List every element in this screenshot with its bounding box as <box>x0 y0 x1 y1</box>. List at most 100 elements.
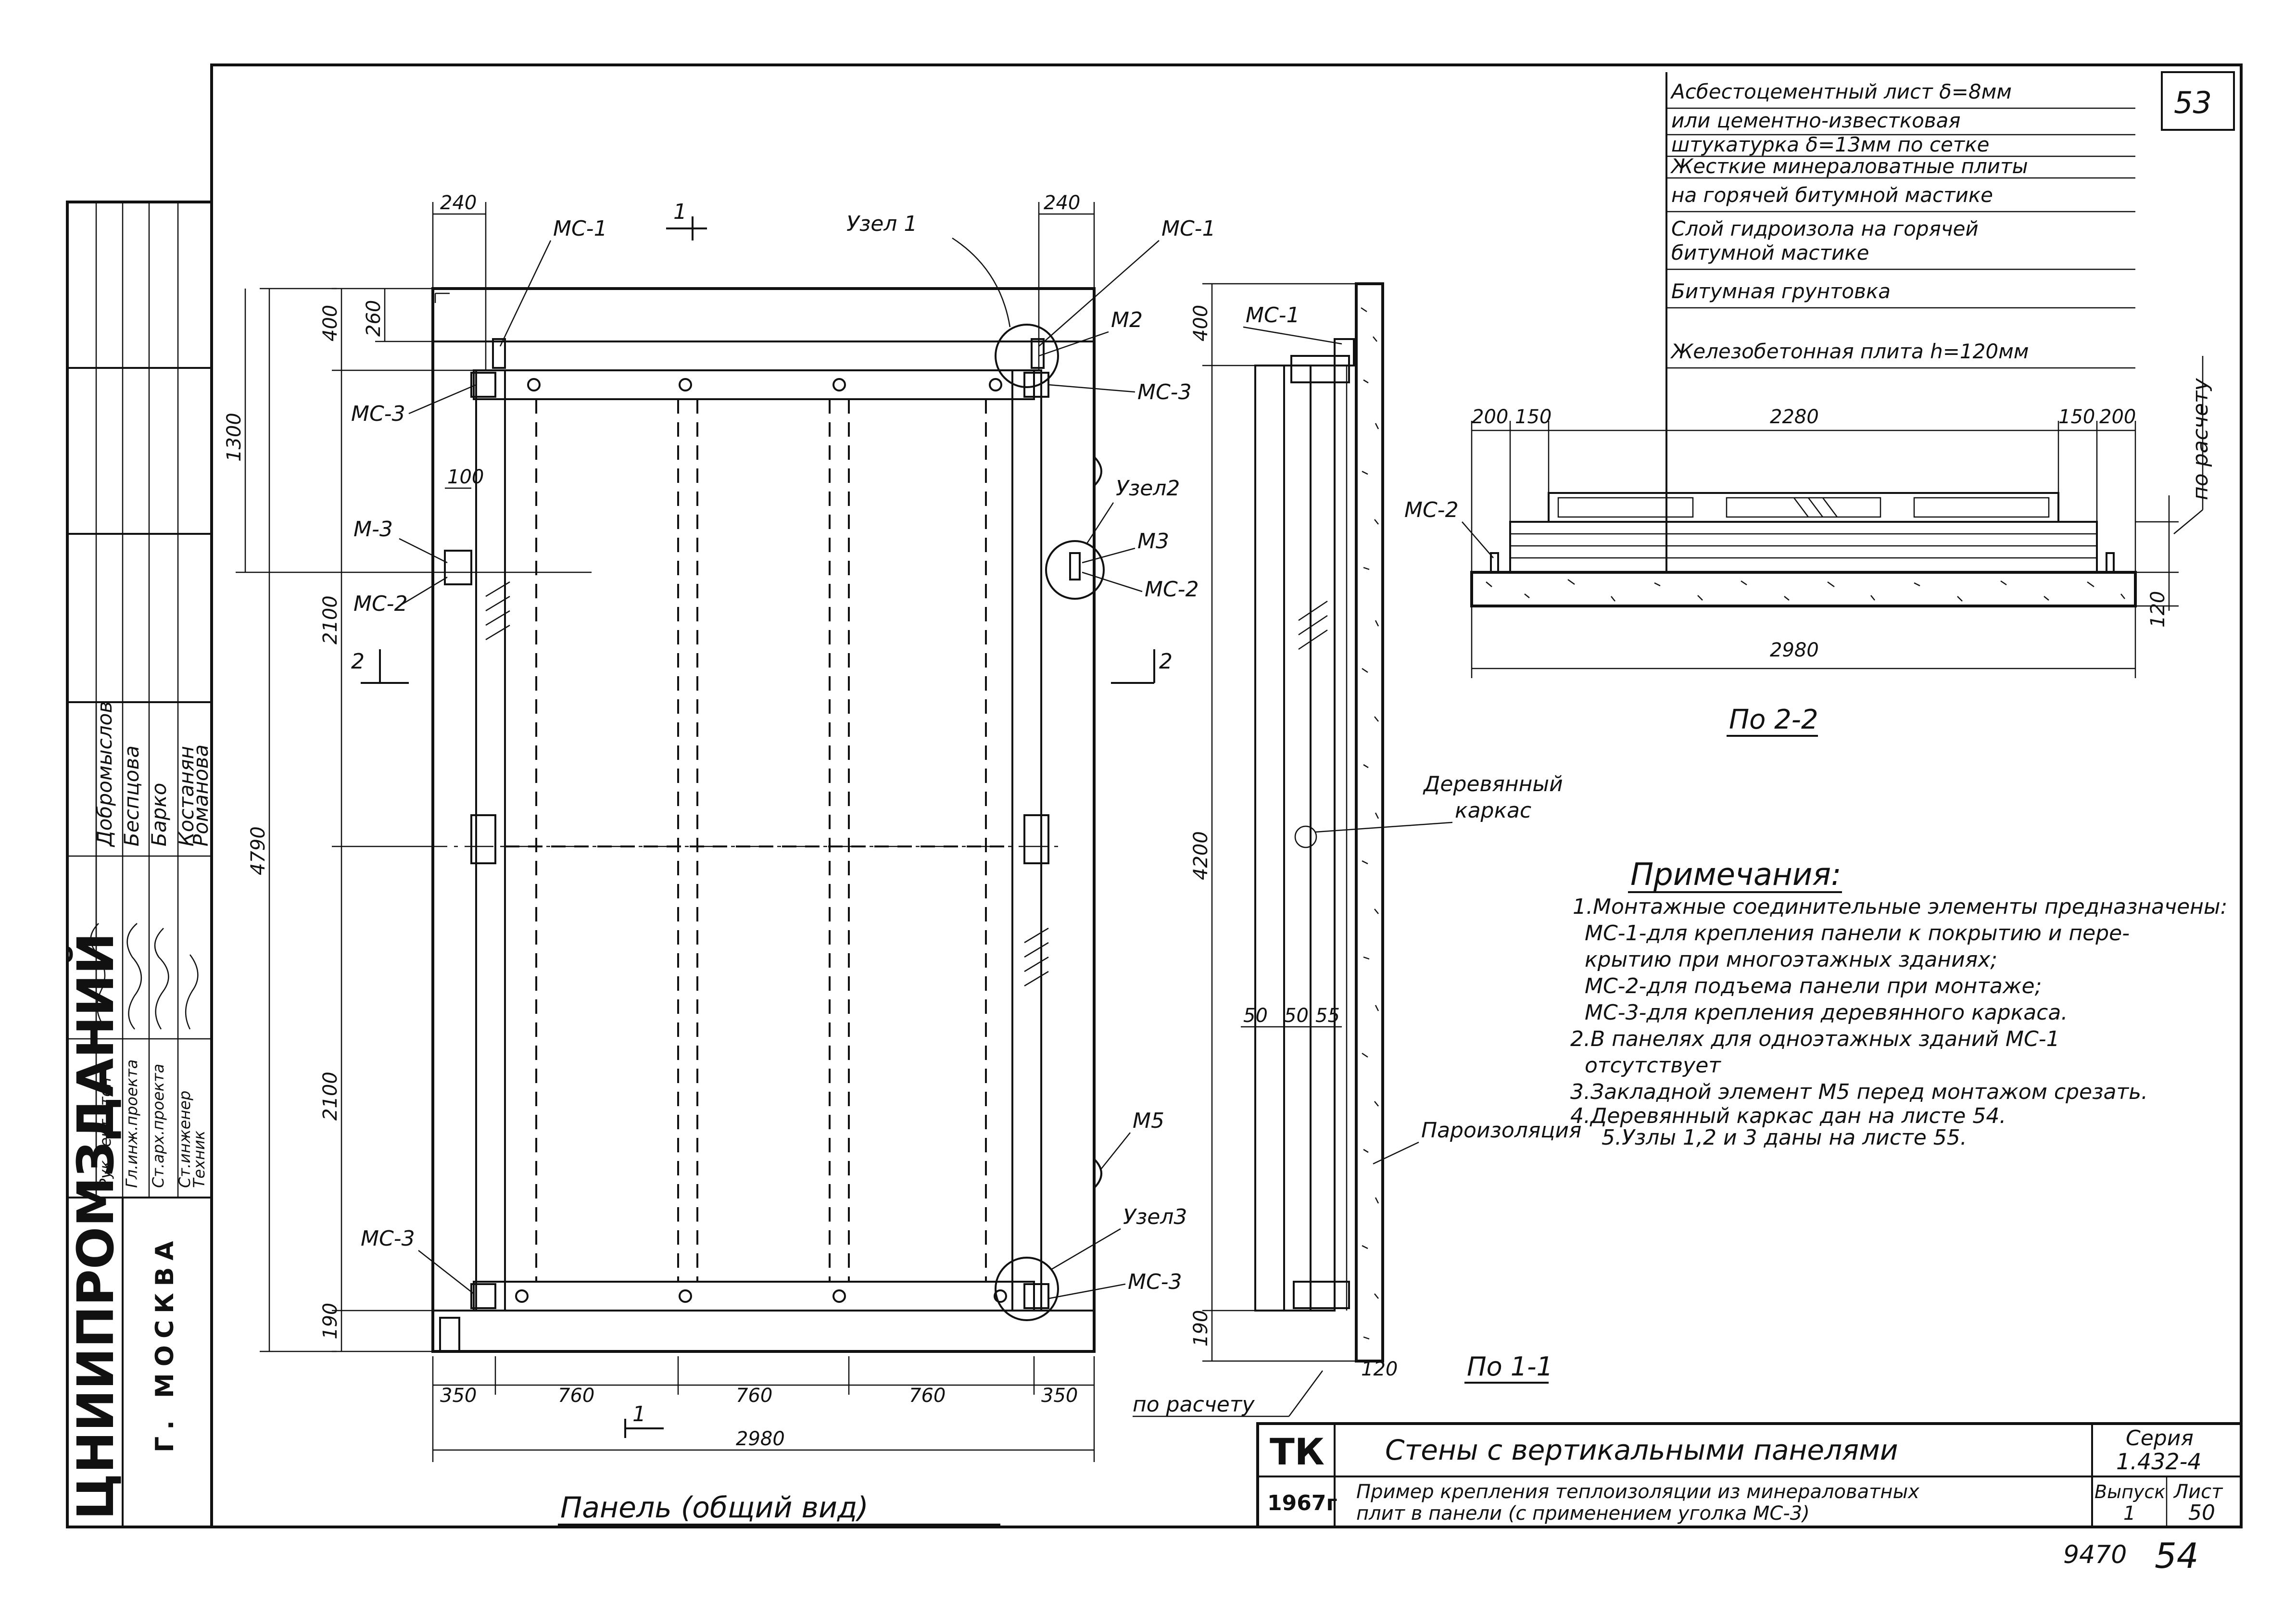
dim-4790: 4790 <box>247 826 269 875</box>
note-line-9: 4.Деревянный каркас дан на листе 54. <box>1570 1104 2006 1128</box>
sheet-frame <box>66 63 2243 1528</box>
sign-role-1: Рук.сект.стен <box>96 1077 114 1188</box>
node-3-circle <box>995 1257 1059 1321</box>
section11-label-mc1: МС-1 <box>1246 303 1300 328</box>
layer-4: Жесткие минераловатные плиты <box>1670 154 2028 178</box>
sign-role-4: Ст.инженер <box>176 1091 194 1188</box>
label-mc3-top-right: МС-3 <box>1137 380 1192 404</box>
label-m3-left: М-3 <box>353 517 393 542</box>
note-line-7: отсутствует <box>1585 1053 1721 1078</box>
label-wood-frame-1: Деревянный <box>1423 772 1563 796</box>
label-wood-frame-2: каркас <box>1455 798 1531 823</box>
section11-dim-120: 120 <box>1361 1358 1398 1380</box>
label-by-calc-11: по расчету <box>1133 1392 1255 1417</box>
bottom-page-number: 54 <box>2155 1536 2199 1576</box>
sign-name-4: Костанян <box>175 746 198 846</box>
top-rail <box>473 369 1035 400</box>
label-m2: М2 <box>1111 308 1143 332</box>
section-2-left-mark: 2 <box>351 649 365 674</box>
label-m5: М5 <box>1133 1109 1164 1133</box>
organization-city: Г. МОСКВА <box>151 1235 179 1453</box>
section-1-top-mark: 1 <box>673 200 687 224</box>
label-mc1-left: МС-1 <box>553 216 607 241</box>
concrete-slab <box>1355 282 1384 1362</box>
label-node2: Узел2 <box>1116 476 1180 501</box>
bottom-references: 9470 54 <box>2063 1536 2199 1576</box>
dim-2100-lower: 2100 <box>319 1072 341 1121</box>
layer-5: на горячей битумной мастике <box>1671 183 1993 207</box>
note-line-5: МС-3-для крепления деревянного каркаса. <box>1585 1000 2068 1025</box>
label-mc3-bottom-left: МС-3 <box>361 1226 415 1251</box>
dim-240-left: 240 <box>440 192 477 214</box>
layer-7: битумной мастике <box>1671 241 1869 265</box>
section-2-2: МС-2 200 150 2280 150 200 2980 120 по ра… <box>1404 356 2213 737</box>
dim-760-1: 760 <box>558 1385 594 1407</box>
dim-240-right: 240 <box>1044 192 1080 214</box>
bottom-rail <box>473 1281 1035 1312</box>
bottom-ref-number: 9470 <box>2063 1540 2127 1569</box>
layer-3: штукатурка δ=13мм по сетке <box>1671 133 1989 156</box>
dim-760-3: 760 <box>909 1385 946 1407</box>
section-1-1: МС-1 400 4200 190 50 50 55 120 Деревянны… <box>1133 282 1581 1417</box>
title-code: ТК <box>1270 1430 1325 1473</box>
signature-scribble-4 <box>185 954 199 1030</box>
dim-260: 260 <box>363 300 385 337</box>
section-1-bottom-mark: 1 <box>632 1402 646 1426</box>
section11-dim-55: 55 <box>1315 1005 1340 1027</box>
title-year: 1967г <box>1267 1491 1337 1515</box>
sheet-value: 50 <box>2188 1501 2215 1525</box>
dim-100: 100 <box>447 466 484 488</box>
dim-350-right: 350 <box>1041 1385 1078 1407</box>
section22-dim-2980: 2980 <box>1770 639 1819 661</box>
insulation-hatch <box>485 581 1049 987</box>
layer-8: Битумная грунтовка <box>1671 279 1891 303</box>
note-line-1: 1.Монтажные соединительные элементы пред… <box>1573 895 2228 919</box>
label-by-calc-22: по расчету <box>2188 378 2213 500</box>
label-mc1-right: МС-1 <box>1161 216 1216 241</box>
note-line-10: 5.Узлы 1,2 и 3 даны на листе 55. <box>1602 1125 1967 1150</box>
dim-1300: 1300 <box>223 413 245 462</box>
note-line-8: 3.Закладной элемент М5 перед монтажом ср… <box>1570 1080 2148 1104</box>
signature-scribble-2 <box>126 923 142 1030</box>
node-1-circle <box>995 324 1059 388</box>
dim-2100-upper: 2100 <box>319 595 341 644</box>
organization-name: ЦНИИПРОМЗДАНИЙ <box>66 933 125 1520</box>
section11-dim-50b: 50 <box>1284 1005 1309 1027</box>
sheet-label: Лист <box>2173 1481 2223 1503</box>
section11-dim-400: 400 <box>1190 305 1212 341</box>
issue-label: Выпуск <box>2094 1481 2165 1502</box>
right-rail <box>1011 369 1042 1312</box>
sign-role-5: Техник <box>190 1130 208 1188</box>
dim-190-left: 190 <box>319 1303 341 1339</box>
layer-6: Слой гидроизола на горячей <box>1671 217 1979 240</box>
section22-dim-200-right: 200 <box>2099 406 2136 428</box>
label-m3-right: М3 <box>1137 529 1169 554</box>
page-number: 53 <box>2161 71 2235 131</box>
layers-legend: Асбестоцементный лист δ=8мм или цементно… <box>1665 72 2135 572</box>
section11-dim-50a: 50 <box>1243 1005 1268 1027</box>
note-line-6: 2.В панелях для одноэтажных зданий МС-1 <box>1570 1027 2060 1051</box>
panel-view-caption: Панель (общий вид) <box>560 1491 869 1525</box>
note-line-2: МС-1-для крепления панели к покрытию и п… <box>1585 921 2130 946</box>
signature-block: Рук.сект.стен Гл.инж.проекта Ст.арх.прое… <box>90 701 213 1188</box>
note-line-3: крытию при многоэтажных зданиях; <box>1585 947 1997 972</box>
title-block: ТК 1967г Стены с вертикальными панелями … <box>1256 1422 2243 1528</box>
sign-name-5: Романова <box>189 744 213 846</box>
dim-400-left: 400 <box>319 305 341 341</box>
label-mc2-right: МС-2 <box>1145 577 1199 602</box>
dim-2980: 2980 <box>736 1428 785 1450</box>
section22-caption: По 2-2 <box>1729 704 1818 735</box>
panel-labels: МС-1 МС-1 Узел 1 М2 МС-3 МС-3 Узел2 М3 М… <box>351 200 1216 1526</box>
label-mc3-bottom-right: МС-3 <box>1128 1270 1182 1294</box>
label-mc3-top-left: МС-3 <box>351 402 405 426</box>
label-node3: Узел3 <box>1123 1205 1187 1229</box>
notes-heading: Примечания: <box>1630 857 1842 893</box>
section-2-right-mark: 2 <box>1159 649 1173 674</box>
section11-dim-190: 190 <box>1190 1310 1212 1347</box>
signature-scribble-3 <box>154 928 169 1030</box>
label-vapor-barrier: Пароизоляция <box>1421 1118 1581 1143</box>
series-label: Серия <box>2126 1426 2194 1451</box>
sign-role-3: Ст.арх.проекта <box>149 1064 167 1188</box>
section22-label-mc2: МС-2 <box>1404 498 1459 522</box>
